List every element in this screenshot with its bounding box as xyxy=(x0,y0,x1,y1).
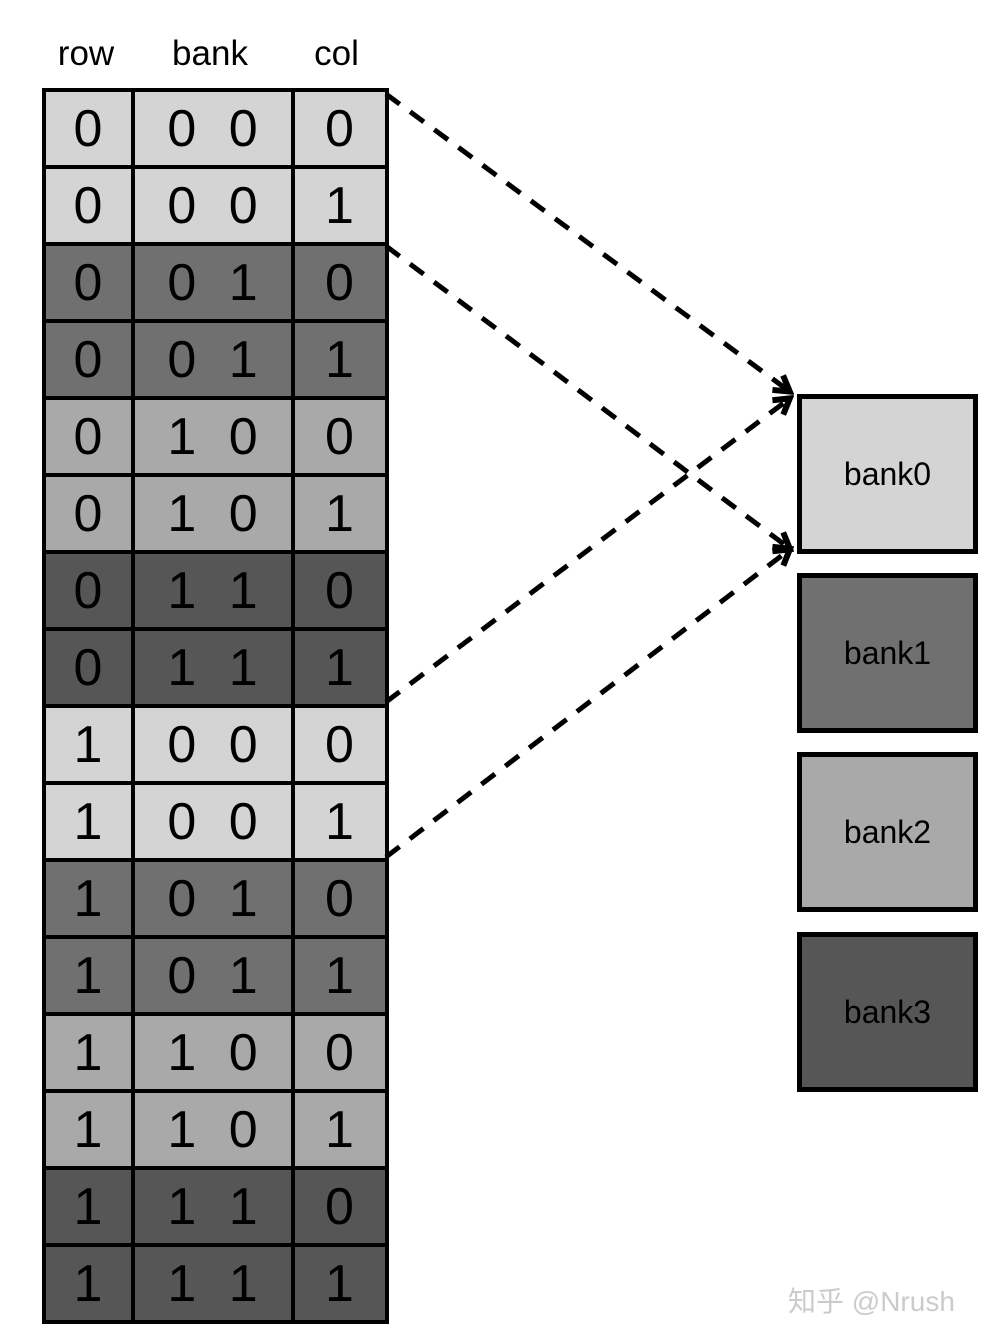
bank1-box: bank1 xyxy=(797,573,978,733)
row-bit-cell: 0 xyxy=(46,631,131,704)
col-bit-cell: 0 xyxy=(295,1170,385,1243)
row-bit-cell: 0 xyxy=(46,554,131,627)
col-bit-cell: 1 xyxy=(295,631,385,704)
bank-bits-cell: 1 1 xyxy=(135,1247,291,1320)
col-bit-cell: 1 xyxy=(295,939,385,1012)
dashed-connector-bank00-region1-top-to-bank0-top-left xyxy=(384,91,789,391)
row-bit-cell: 1 xyxy=(46,1093,131,1166)
bank-bits-cell: 0 0 xyxy=(135,169,291,242)
row-bit-cell: 0 xyxy=(46,323,131,396)
bank2-label: bank2 xyxy=(843,813,932,850)
dashed-connector-bank00-region1-bottom-to-bank0-bottom-left xyxy=(384,243,789,548)
watermark: 知乎 @Nrush xyxy=(788,1286,955,1317)
col-bit-cell: 0 xyxy=(295,92,385,165)
bank3-label: bank3 xyxy=(843,993,932,1030)
bank0-box: bank0 xyxy=(797,394,978,554)
column-header-col: col xyxy=(314,34,359,73)
bank-bits-cell: 0 1 xyxy=(135,323,291,396)
column-header-bank: bank xyxy=(172,34,248,73)
dashed-connector-bank00-region2-top-to-bank0-top-left xyxy=(384,399,789,704)
column-header-row: row xyxy=(57,34,115,73)
col-bit-cell: 0 xyxy=(295,246,385,319)
bank-bits-cell: 1 0 xyxy=(135,1016,291,1089)
col-bit-cell: 0 xyxy=(295,554,385,627)
bank2-box: bank2 xyxy=(797,752,978,912)
dashed-connector-bank00-region2-bottom-to-bank0-bottom-left xyxy=(384,550,789,859)
row-bit-cell: 1 xyxy=(46,1170,131,1243)
bank-bits-cell: 0 1 xyxy=(135,939,291,1012)
col-bit-cell: 1 xyxy=(295,1093,385,1166)
row-bit-cell: 1 xyxy=(46,1016,131,1089)
col-bit-cell: 0 xyxy=(295,1016,385,1089)
row-bit-cell: 1 xyxy=(46,785,131,858)
row-bit-cell: 0 xyxy=(46,92,131,165)
row-bit-cell: 1 xyxy=(46,862,131,935)
bank-bits-cell: 1 1 xyxy=(135,1170,291,1243)
col-bit-cell: 1 xyxy=(295,785,385,858)
bank1-label: bank1 xyxy=(843,634,932,671)
col-bit-cell: 1 xyxy=(295,323,385,396)
col-bit-cell: 0 xyxy=(295,708,385,781)
row-bit-cell: 1 xyxy=(46,939,131,1012)
row-bit-cell: 0 xyxy=(46,169,131,242)
bank-bits-cell: 0 0 xyxy=(135,708,291,781)
row-bit-cell: 0 xyxy=(46,477,131,550)
bank-bits-cell: 1 1 xyxy=(135,631,291,704)
bank-bits-cell: 1 0 xyxy=(135,400,291,473)
row-bit-cell: 0 xyxy=(46,246,131,319)
bank3-box: bank3 xyxy=(797,932,978,1092)
bank-bits-cell: 1 0 xyxy=(135,1093,291,1166)
bank-bits-cell: 1 1 xyxy=(135,554,291,627)
row-bit-cell: 0 xyxy=(46,400,131,473)
row-bit-cell: 1 xyxy=(46,708,131,781)
col-bit-cell: 1 xyxy=(295,169,385,242)
col-bit-cell: 0 xyxy=(295,862,385,935)
bank-bits-cell: 0 0 xyxy=(135,92,291,165)
bank-bits-cell: 0 1 xyxy=(135,246,291,319)
bank0-label: bank0 xyxy=(843,455,932,492)
bank-bits-cell: 1 0 xyxy=(135,477,291,550)
col-bit-cell: 0 xyxy=(295,400,385,473)
col-bit-cell: 1 xyxy=(295,1247,385,1320)
col-bit-cell: 1 xyxy=(295,477,385,550)
bank-bits-cell: 0 0 xyxy=(135,785,291,858)
row-bit-cell: 1 xyxy=(46,1247,131,1320)
bank-bits-cell: 0 1 xyxy=(135,862,291,935)
